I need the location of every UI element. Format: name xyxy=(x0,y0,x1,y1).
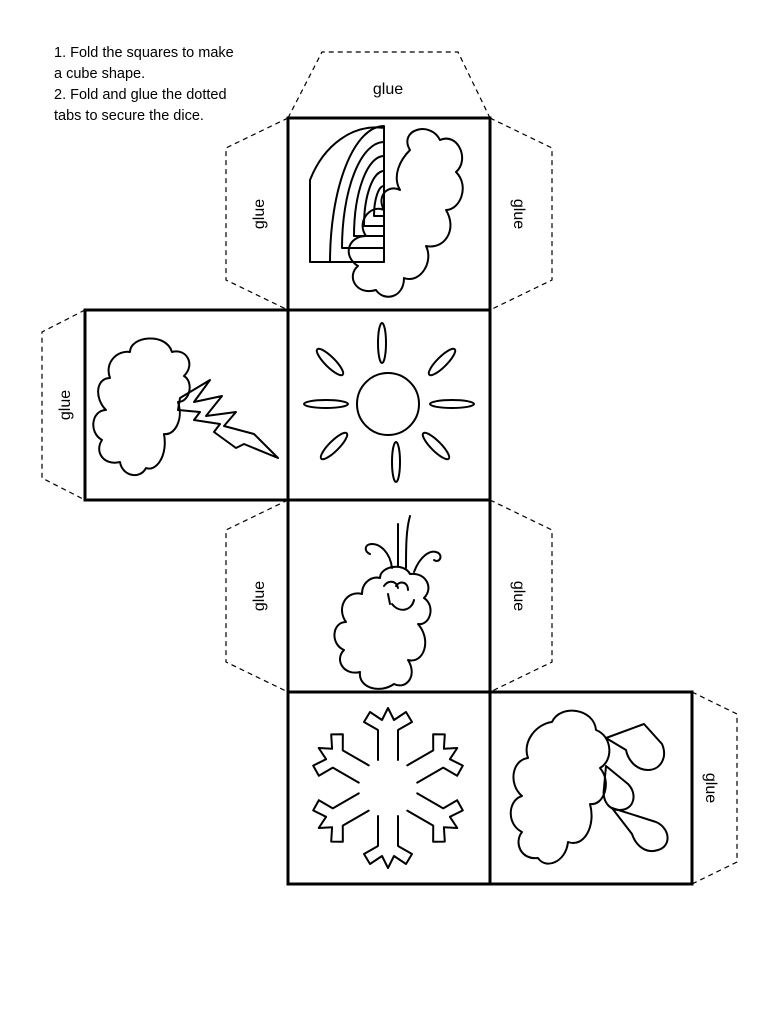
instruction-line-1: 1. Fold the squares to make xyxy=(54,45,234,61)
glue-label-left-2: glue xyxy=(57,390,74,420)
lightning-cloud-icon xyxy=(92,337,279,477)
glue-label-left-3: glue xyxy=(251,581,268,611)
glue-tab-top xyxy=(287,51,491,119)
glue-label-top: glue xyxy=(373,81,403,98)
face-sun xyxy=(286,308,492,502)
rain-cloud-icon xyxy=(509,709,669,865)
wind-cloud-icon xyxy=(333,515,442,690)
glue-label-right-3: glue xyxy=(510,581,527,611)
instruction-line-2: a cube shape. xyxy=(54,66,146,82)
glue-tab-right-4 xyxy=(691,691,738,885)
sun-icon xyxy=(303,322,475,483)
glue-label-right-4: glue xyxy=(702,773,719,803)
instructions: 1. Fold the squares to make a cube shape… xyxy=(54,43,294,127)
face-rain xyxy=(488,690,694,886)
cube-faces xyxy=(83,116,694,886)
instruction-line-3: 2. Fold and glue the dotted xyxy=(54,87,227,103)
snowflake-icon xyxy=(312,707,464,869)
instruction-line-4: tabs to secure the dice. xyxy=(54,108,204,124)
rainbow-cloud-icon xyxy=(309,125,464,298)
glue-labels: glue glue glue glue glue glue glue xyxy=(57,81,719,803)
glue-label-left-1: glue xyxy=(251,199,268,229)
face-snow xyxy=(286,690,492,886)
glue-label-right-1: glue xyxy=(510,199,527,229)
face-storm xyxy=(83,308,290,502)
